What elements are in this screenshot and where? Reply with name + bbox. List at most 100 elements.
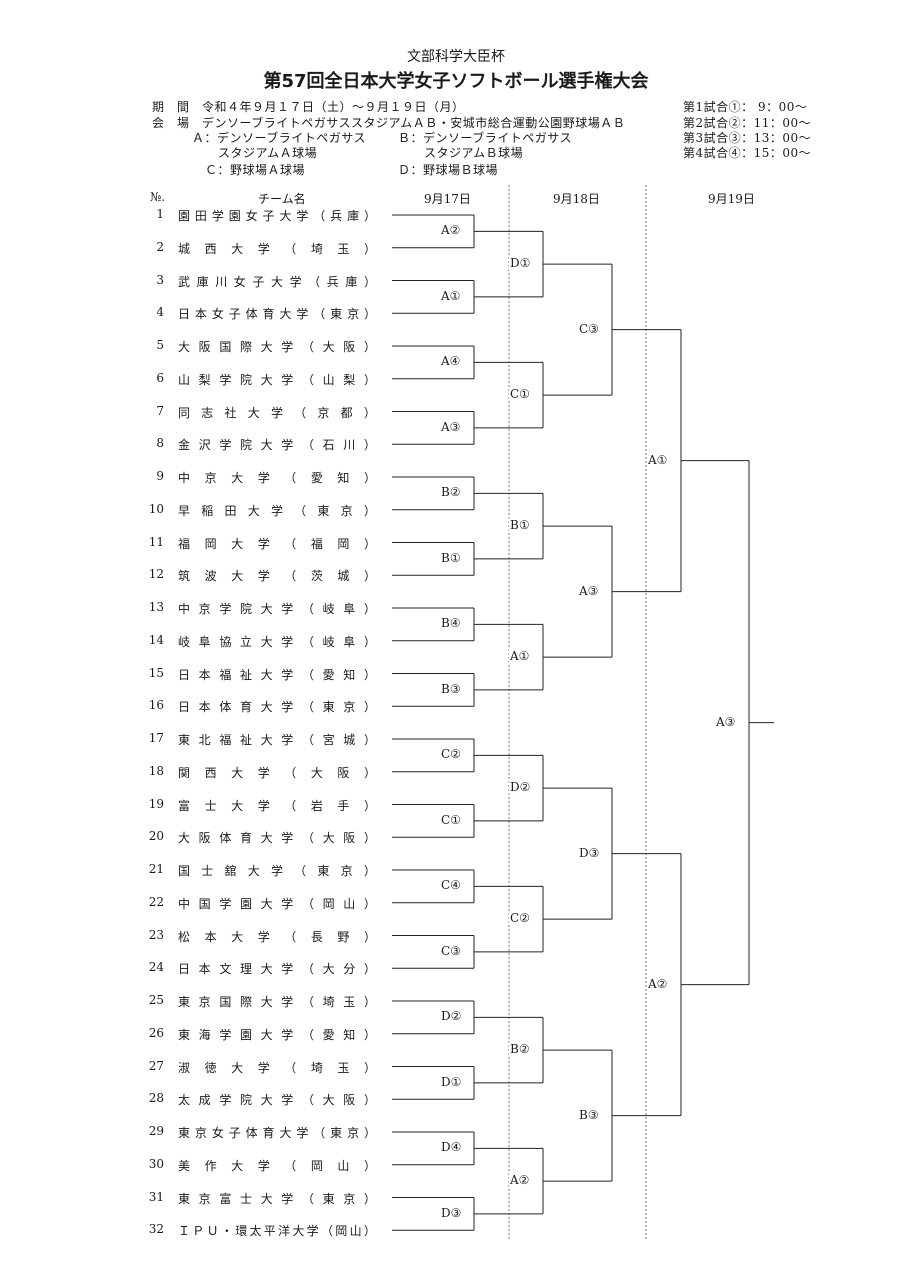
- info-venue: 会 場 デンソーブライトペガサススタジアムＡＢ・安城市総合運動公園野球場ＡＢ: [152, 116, 626, 130]
- team-name: 筑波大学（茨城）: [178, 569, 376, 584]
- team-name: 淑徳大学（埼玉）: [178, 1060, 376, 1075]
- team-name: 城西大学（埼玉）: [178, 241, 376, 256]
- team-number: 10: [148, 501, 164, 516]
- team-name: 日本女子体育大学（東京）: [178, 307, 376, 322]
- subtitle: 文部科学大臣杯: [407, 49, 505, 65]
- game-label: C①: [509, 387, 531, 402]
- team-name: 日本福祉大学（愛知）: [178, 667, 376, 682]
- game-label: C①: [440, 812, 462, 827]
- team-number: 4: [156, 305, 164, 320]
- team-name: 東京国際大学（埼玉）: [178, 995, 376, 1009]
- col-head-day2: 9月18日: [553, 192, 600, 206]
- team-number: 19: [148, 796, 164, 811]
- team-number: 7: [156, 403, 164, 418]
- team-name: 富士大学（岩手）: [178, 798, 376, 813]
- team-number: 12: [148, 567, 164, 582]
- team-number: 16: [148, 698, 164, 713]
- game-label: A①: [509, 649, 531, 664]
- team-number: 26: [148, 1025, 164, 1040]
- col-head-no: №.: [150, 190, 166, 204]
- game-label: B①: [440, 550, 462, 565]
- team-number: 29: [148, 1124, 164, 1138]
- team-number: 31: [148, 1189, 164, 1204]
- team-number: 20: [148, 829, 164, 844]
- team-number: 11: [148, 534, 164, 549]
- game-label: A③: [578, 583, 600, 598]
- team-name: 関西大学（大阪）: [178, 765, 376, 780]
- game-label: A②: [440, 223, 462, 238]
- game-label: B②: [440, 485, 462, 500]
- team-number: 30: [148, 1156, 164, 1171]
- game-label: B④: [440, 616, 462, 631]
- team-name: 同志社大学（京都）: [178, 405, 376, 420]
- col-head-day1: 9月17日: [424, 192, 471, 206]
- game-label: D②: [440, 1009, 463, 1024]
- team-number: 3: [156, 272, 164, 287]
- game-label: B③: [440, 681, 462, 696]
- team-name: 中京学院大学（岐阜）: [178, 602, 376, 616]
- team-number: 21: [148, 862, 164, 876]
- team-name: 山梨学院大学（山梨）: [178, 372, 376, 387]
- team-name: 国士舘大学（東京）: [178, 864, 376, 878]
- team-name: 岐阜協立大学（岐阜）: [178, 634, 376, 649]
- team-name: 武庫川女子大学（兵庫）: [178, 274, 376, 289]
- game-label: D①: [509, 256, 532, 271]
- team-name: 日本文理大学（大分）: [178, 962, 376, 977]
- team-name: 東京富士大学（東京）: [178, 1191, 376, 1206]
- game-label: B②: [509, 1042, 531, 1057]
- team-name: 松本大学（長野）: [178, 929, 376, 944]
- game-label: D④: [440, 1140, 463, 1155]
- team-name: 美作大学（岡山）: [178, 1158, 376, 1173]
- game-label: C③: [578, 321, 600, 336]
- team-number: 25: [148, 993, 164, 1007]
- team-number: 18: [148, 763, 164, 778]
- team-number: 13: [148, 600, 164, 614]
- team-name: 東海学園大学（愛知）: [178, 1027, 376, 1042]
- team-number: 6: [156, 370, 164, 385]
- col-head-team: チーム名: [258, 192, 306, 206]
- col-head-day3: 9月19日: [708, 192, 755, 206]
- game-label: D③: [440, 1205, 463, 1220]
- game-label: A②: [647, 976, 669, 991]
- page-title: 第57回全日本大学女子ソフトボール選手権大会: [263, 71, 649, 92]
- game-label: D②: [509, 780, 532, 795]
- team-number: 17: [148, 731, 164, 745]
- game-label: D③: [578, 845, 601, 860]
- team-name: 大阪国際大学（大阪）: [178, 340, 376, 354]
- team-name: 東北福祉大学（宮城）: [178, 733, 376, 747]
- info-period: 期 間 令和４年９月１７日（土）～９月１９日（月）: [152, 100, 465, 114]
- info-venue-a2: スタジアムＡ球場: [218, 146, 318, 160]
- game-label: A①: [440, 288, 462, 303]
- team-name: 東京女子体育大学（東京）: [178, 1126, 376, 1140]
- game-label: B①: [509, 518, 531, 533]
- game-label: C②: [440, 747, 462, 762]
- team-number: 2: [156, 239, 164, 254]
- team-number: 8: [156, 436, 164, 451]
- game-label: A③: [440, 419, 462, 434]
- schedule-1: 第1試合①： 9：00～: [683, 100, 808, 114]
- schedule-3: 第3試合③：13：00～: [683, 131, 812, 145]
- info-venue-b1: Ｂ：デンソーブライトペガサス: [398, 131, 573, 145]
- team-number: 1: [156, 207, 164, 221]
- info-venue-b2: スタジアムＢ球場: [424, 146, 524, 160]
- team-number: 23: [148, 927, 164, 942]
- team-number: 5: [156, 338, 164, 352]
- team-name: 大阪体育大学（大阪）: [178, 831, 376, 846]
- team-name: 園田学園女子大学（兵庫）: [178, 209, 376, 223]
- info-venue-a1: Ａ：デンソーブライトペガサス: [192, 131, 367, 145]
- game-label: A④: [440, 354, 462, 369]
- info-venue-c: Ｃ：野球場Ａ球場: [205, 163, 306, 177]
- team-number: 22: [148, 894, 164, 909]
- team-number: 9: [156, 469, 164, 483]
- schedule-4: 第4試合④：15：00～: [683, 146, 812, 160]
- team-name: 福岡大学（福岡）: [178, 536, 376, 551]
- team-number: 15: [148, 665, 164, 680]
- team-name: 中国学園大学（岡山）: [178, 896, 376, 911]
- game-label: B③: [578, 1107, 600, 1122]
- game-label: A①: [647, 452, 669, 467]
- team-number: 28: [148, 1091, 164, 1106]
- team-name: 中京大学（愛知）: [178, 471, 376, 485]
- team-number: 24: [148, 960, 164, 975]
